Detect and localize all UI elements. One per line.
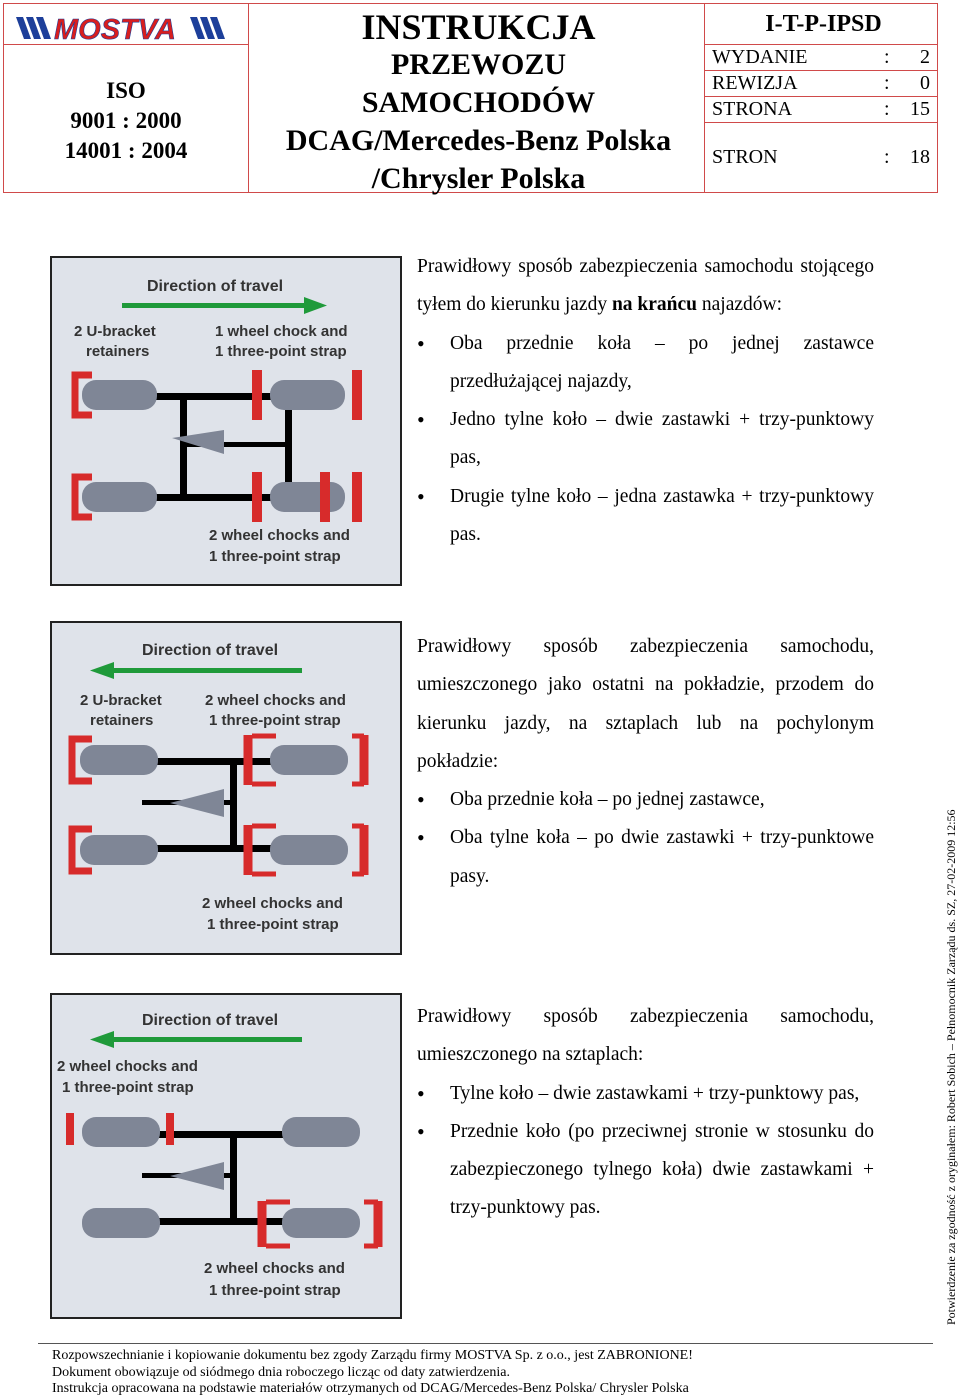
- svg-text:MOSTVA: MOSTVA: [54, 14, 176, 43]
- section-3-intro: Prawidłowy sposób zabezpieczenia samocho…: [417, 1006, 874, 1066]
- document-title: INSTRUKCJA PRZEWOZU SAMOCHODÓW DCAG/Merc…: [285, 7, 672, 195]
- svg-text:2 wheel chocks and: 2 wheel chocks and: [205, 692, 346, 709]
- company-logo: MOSTVA: [16, 14, 225, 43]
- footer-line: Instrukcja opracowana na podstawie mater…: [52, 1381, 689, 1396]
- svg-text:1 three-point strap: 1 three-point strap: [62, 1079, 194, 1096]
- section-2-intro: Prawidłowy sposób zabezpieczenia samocho…: [417, 636, 874, 772]
- svg-text:1 wheel chock and: 1 wheel chock and: [215, 323, 348, 340]
- footer-line: Rozpowszechnianie i kopiowanie dokumentu…: [52, 1348, 693, 1363]
- list-item: Oba przednie koła – po jednej zastawce,: [417, 781, 874, 820]
- svg-text:2 U-bracket: 2 U-bracket: [80, 692, 162, 709]
- section-1-intro: Prawidłowy sposób zabezpieczenia samocho…: [417, 256, 874, 316]
- list-item: Jedno tylne koło – dwie zastawki + trzy-…: [417, 401, 874, 478]
- certification-note: Potwierdzenie za zgodność z oryginałem: …: [944, 809, 958, 1325]
- section-3-text: Prawidłowy sposób zabezpieczenia samocho…: [417, 998, 874, 1228]
- document-footer: Rozpowszechnianie i kopiowanie dokumentu…: [52, 1348, 693, 1398]
- svg-text:1 three-point strap: 1 three-point strap: [209, 548, 341, 565]
- diagram-last-on-deck-forward: Direction of travel 2 U-bracket retainer…: [50, 621, 402, 955]
- direction-heading: Direction of travel: [147, 278, 283, 295]
- meta-page: STRONA:15: [712, 98, 930, 120]
- vehicle-arrow: [172, 430, 224, 454]
- svg-text:1 three-point strap: 1 three-point strap: [209, 712, 341, 729]
- direction-arrow: [122, 303, 307, 308]
- diagram-on-stacks: Direction of travel 2 wheel chocks and 1…: [50, 993, 402, 1319]
- diagram-rear-facing-end-of-ramp: Direction of travel 2 U-bracket retainer…: [50, 256, 402, 586]
- vehicle-arrow: [170, 789, 224, 817]
- direction-heading: Direction of travel: [142, 1012, 278, 1029]
- document-code: I-T-P-IPSD: [765, 11, 882, 37]
- svg-text:1 three-point strap: 1 three-point strap: [209, 1282, 341, 1299]
- iso-standards: ISO 9001 : 2000 14001 : 2004: [64, 78, 188, 163]
- section-2-text: Prawidłowy sposób zabezpieczenia samocho…: [417, 628, 874, 896]
- svg-text:1 three-point strap: 1 three-point strap: [207, 916, 339, 933]
- svg-text:retainers: retainers: [86, 343, 149, 360]
- svg-text:2 wheel chocks and: 2 wheel chocks and: [204, 1260, 345, 1277]
- svg-text:2 wheel chocks and: 2 wheel chocks and: [209, 527, 350, 544]
- list-item: Drugie tylne koło – jedna zastawka + trz…: [417, 478, 874, 555]
- list-item: Przednie koło (po przeciwnej stronie w s…: [417, 1113, 874, 1228]
- list-item: Oba przednie koła – po jednej zastawce p…: [417, 325, 874, 402]
- list-item: Tylne koło – dwie zastawkami + trzy-punk…: [417, 1075, 874, 1114]
- svg-text:2 wheel chocks and: 2 wheel chocks and: [202, 895, 343, 912]
- svg-text:2 U-bracket: 2 U-bracket: [74, 323, 156, 340]
- svg-text:retainers: retainers: [90, 712, 153, 729]
- meta-page-count: STRON:18: [712, 146, 930, 168]
- meta-edition: WYDANIE:2: [712, 46, 930, 68]
- direction-arrow: [112, 1037, 302, 1042]
- footer-line: Dokument obowiązuje od siódmego dnia rob…: [52, 1364, 510, 1380]
- svg-text:1 three-point strap: 1 three-point strap: [215, 343, 347, 360]
- meta-revision: REWIZJA:0: [712, 72, 930, 94]
- svg-text:2 wheel chocks and: 2 wheel chocks and: [57, 1058, 198, 1075]
- direction-heading: Direction of travel: [142, 642, 278, 659]
- direction-arrow: [112, 668, 302, 673]
- document-header: MOSTVA ISO 9001 : 2000 14001 : 2004 INST…: [3, 3, 938, 195]
- section-1-text: Prawidłowy sposób zabezpieczenia samocho…: [417, 248, 874, 554]
- vehicle-arrow: [170, 1162, 224, 1190]
- footer-divider: [38, 1343, 933, 1344]
- list-item: Oba tylne koła – po dwie zastawki + trzy…: [417, 819, 874, 896]
